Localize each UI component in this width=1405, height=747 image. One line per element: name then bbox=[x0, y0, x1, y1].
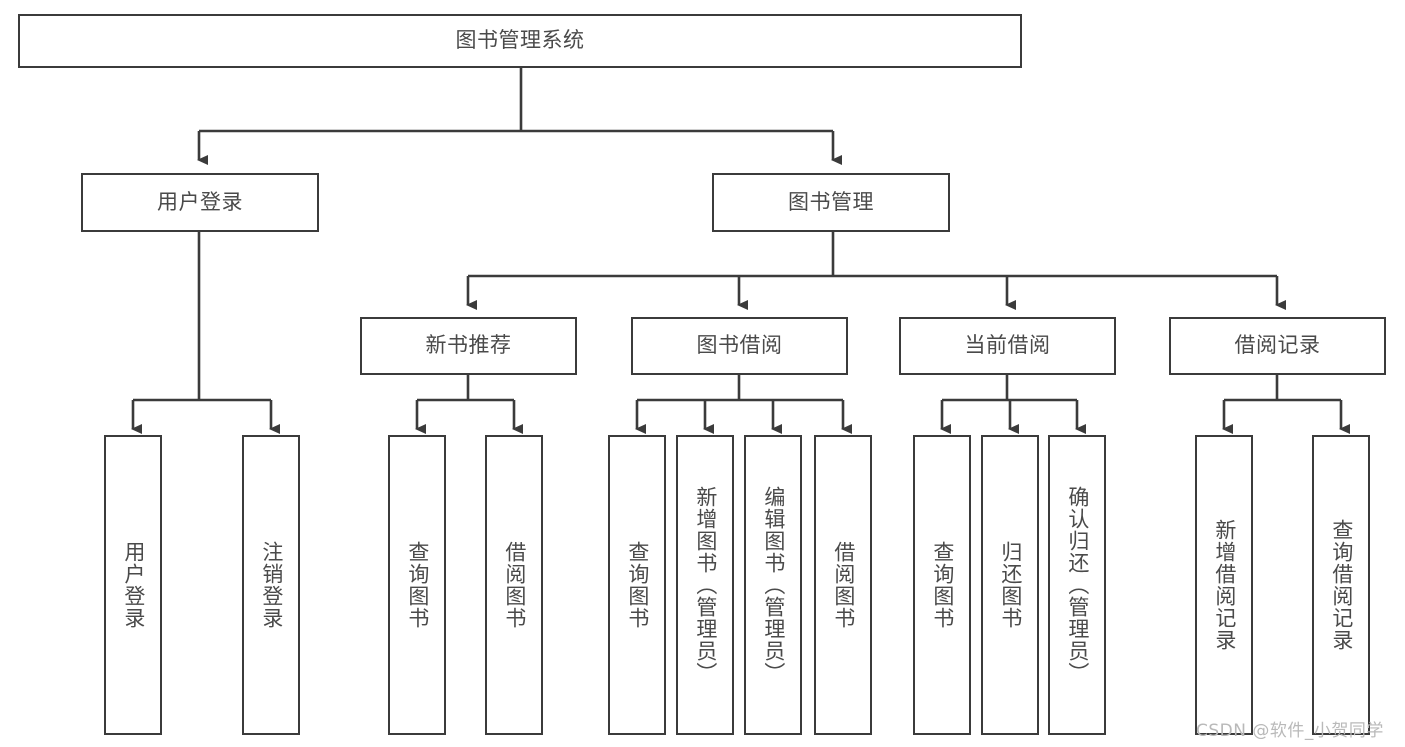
node-label: 借阅图书 bbox=[502, 541, 527, 629]
node-user-login[interactable]: 用户登录 bbox=[81, 173, 319, 232]
node-book-management[interactable]: 图书管理 bbox=[712, 173, 950, 232]
node-borrow-record[interactable]: 借阅记录 bbox=[1169, 317, 1386, 375]
node-label: 注销登录 bbox=[259, 541, 284, 629]
leaf-current-query-book[interactable]: 查询图书 bbox=[913, 435, 971, 735]
node-label: 归还图书 bbox=[998, 541, 1023, 629]
leaf-current-confirm-return[interactable]: 确认归还（管理员） bbox=[1048, 435, 1106, 735]
node-label: 图书借阅 bbox=[696, 333, 783, 358]
node-label: 查询图书 bbox=[405, 541, 430, 629]
node-new-book-recommend[interactable]: 新书推荐 bbox=[360, 317, 577, 375]
node-current-borrow[interactable]: 当前借阅 bbox=[899, 317, 1116, 375]
node-label: 图书管理系统 bbox=[455, 28, 585, 53]
node-label: 查询借阅记录 bbox=[1329, 519, 1354, 651]
leaf-user-login-login[interactable]: 用户登录 bbox=[104, 435, 162, 735]
node-label: 图书管理 bbox=[788, 189, 874, 214]
leaf-borrow-edit-book[interactable]: 编辑图书（管理员） bbox=[744, 435, 802, 735]
node-label: 查询图书 bbox=[625, 541, 650, 629]
node-root-system[interactable]: 图书管理系统 bbox=[18, 14, 1022, 68]
node-label: 查询图书 bbox=[930, 541, 955, 629]
csdn-watermark: CSDN @软件_小贺同学 bbox=[1196, 721, 1384, 741]
leaf-borrow-add-book[interactable]: 新增图书（管理员） bbox=[676, 435, 734, 735]
node-book-borrow[interactable]: 图书借阅 bbox=[631, 317, 848, 375]
leaf-recommend-query-book[interactable]: 查询图书 bbox=[388, 435, 446, 735]
leaf-current-return-book[interactable]: 归还图书 bbox=[981, 435, 1039, 735]
node-label: 用户登录 bbox=[157, 189, 243, 214]
leaf-user-login-logout[interactable]: 注销登录 bbox=[242, 435, 300, 735]
node-label: 借阅记录 bbox=[1234, 333, 1321, 358]
node-label: 新增借阅记录 bbox=[1212, 519, 1237, 651]
leaf-recommend-borrow-book[interactable]: 借阅图书 bbox=[485, 435, 543, 735]
leaf-record-query-record[interactable]: 查询借阅记录 bbox=[1312, 435, 1370, 735]
node-label: 确认归还（管理员） bbox=[1065, 486, 1090, 684]
node-label: 借阅图书 bbox=[831, 541, 856, 629]
node-label: 用户登录 bbox=[121, 541, 146, 629]
leaf-borrow-query-book[interactable]: 查询图书 bbox=[608, 435, 666, 735]
leaf-record-add-record[interactable]: 新增借阅记录 bbox=[1195, 435, 1253, 735]
node-label: 当前借阅 bbox=[964, 333, 1051, 358]
node-label: 新书推荐 bbox=[425, 333, 512, 358]
leaf-borrow-borrow-book[interactable]: 借阅图书 bbox=[814, 435, 872, 735]
node-label: 新增图书（管理员） bbox=[693, 486, 718, 684]
node-label: 编辑图书（管理员） bbox=[761, 486, 786, 684]
